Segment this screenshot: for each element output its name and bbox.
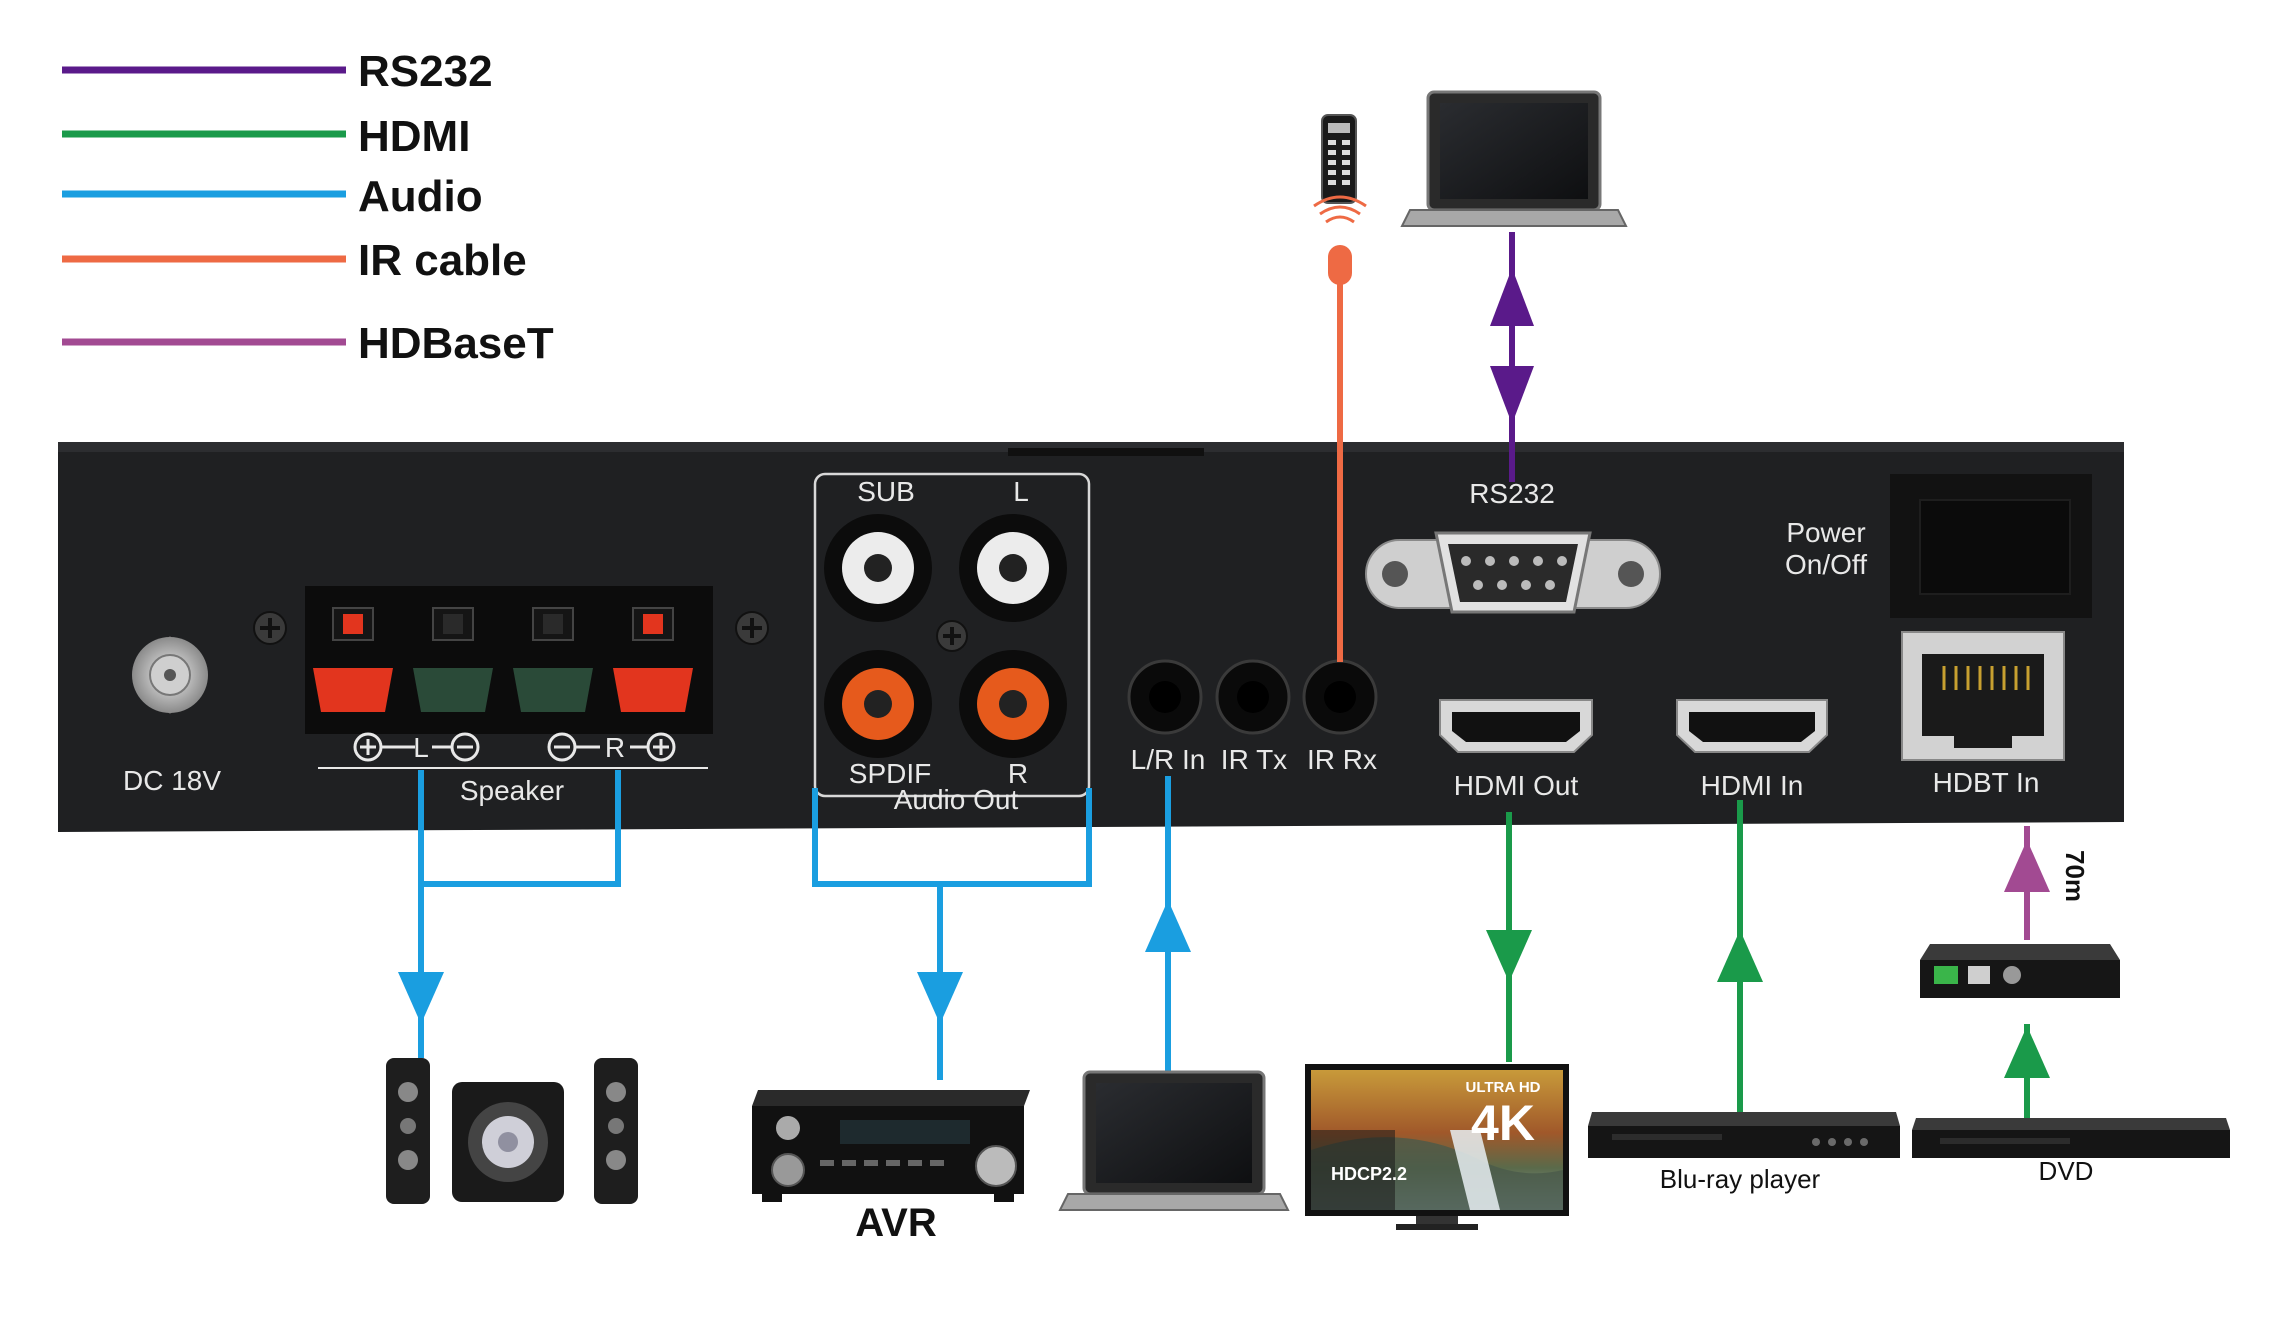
screw-right [735, 611, 769, 645]
distance-label: 70m [2060, 850, 2090, 902]
speaker-l-label: L [413, 732, 429, 763]
legend-label-hdbaset: HDBaseT [358, 319, 554, 368]
speaker-r-label: R [605, 732, 625, 763]
avr-label: AVR [855, 1201, 937, 1245]
sub-label: SUB [857, 476, 915, 507]
dc-label: DC 18V [123, 765, 221, 796]
laptop-audio-icon [1058, 1070, 1290, 1211]
ir-tx-label: IR Tx [1221, 744, 1287, 775]
ir-rx-jack[interactable] [1302, 659, 1378, 735]
speaker-system-icon [386, 1058, 638, 1204]
tv-hdcp-label: HDCP2.2 [1331, 1164, 1407, 1184]
hdbt-in-port[interactable] [1901, 631, 2065, 761]
hdmi-in-port[interactable] [1676, 699, 1828, 753]
ir-signal-icon [1313, 195, 1367, 224]
audio-out-label: Audio Out [894, 784, 1019, 815]
laptop-rs232-icon [1400, 90, 1628, 227]
dvd-player-icon [1912, 1118, 2230, 1158]
rear-panel: DC 18V [58, 442, 2124, 832]
speaker-audio-cable [398, 770, 621, 1058]
ir-receiver-head [1328, 245, 1352, 285]
hdmi-out-cable [1486, 812, 1532, 1062]
hdmi-in-cable [1717, 800, 1763, 1112]
tv-4k-icon [1305, 1064, 1569, 1230]
speaker-terminal-r-minus [513, 607, 593, 712]
hdbaset-arrow [2004, 840, 2050, 892]
rca-spdif-jack[interactable] [824, 650, 932, 758]
speaker-arrow [398, 972, 444, 1024]
dvd-hdmi-cable [2004, 1024, 2050, 1120]
speaker-terminal-r-plus [613, 607, 693, 712]
panel-slot [1008, 448, 1204, 456]
legend-item-audio: Audio [62, 172, 483, 221]
speaker-label: Speaker [460, 775, 564, 806]
power-label-line1: Power [1786, 517, 1865, 548]
hdbaset-cable [2004, 826, 2050, 940]
rs232-arrow-up [1490, 268, 1534, 326]
rca-r-jack[interactable] [959, 650, 1067, 758]
rs232-label: RS232 [1469, 478, 1555, 509]
speaker-terminal-l-minus [413, 607, 493, 712]
hdmi-out-label: HDMI Out [1454, 770, 1579, 801]
speaker-polarity-marks [353, 732, 676, 762]
legend-item-rs232: RS232 [62, 47, 493, 96]
dvd-arrow [2004, 1026, 2050, 1078]
hdmi-out-arrow [1486, 930, 1532, 982]
spdif-label: SPDIF [849, 758, 931, 789]
avr-icon [752, 1090, 1030, 1202]
screw-left [253, 611, 287, 645]
speaker-terminal-l-plus [313, 607, 393, 712]
lr-in-cable [1145, 776, 1191, 1072]
avr-arrow [917, 972, 963, 1024]
power-label-line2: On/Off [1785, 549, 1867, 580]
hdmi-in-label: HDMI In [1701, 770, 1804, 801]
legend-label-ir-cable: IR cable [358, 236, 527, 285]
hdmi-out-port[interactable] [1439, 699, 1593, 753]
bluray-label: Blu-ray player [1660, 1164, 1821, 1194]
rca-l-jack[interactable] [959, 514, 1067, 622]
ir-rx-label: IR Rx [1307, 744, 1377, 775]
ir-cable [1328, 245, 1352, 662]
power-switch[interactable] [1890, 474, 2092, 618]
legend-label-audio: Audio [358, 172, 483, 221]
tv-ultra-hd-label: ULTRA HD [1466, 1079, 1541, 1096]
ir-remote-icon [1321, 114, 1357, 204]
legend-label-rs232: RS232 [358, 47, 493, 96]
lr-in-jack[interactable] [1127, 659, 1203, 735]
tv-4k-label: 4K [1471, 1095, 1535, 1151]
audio-out-frame [813, 472, 1091, 798]
hdmi-in-arrow [1717, 930, 1763, 982]
audio-r-label: R [1008, 758, 1028, 789]
legend: RS232 HDMI Audio IR cable HDBaseT [62, 47, 554, 368]
rs232-arrow-down [1490, 366, 1534, 424]
hdbt-in-label: HDBT In [1933, 767, 2040, 798]
dc-power-jack[interactable] [132, 636, 208, 714]
screw-center [936, 620, 968, 652]
legend-label-hdmi: HDMI [358, 112, 470, 161]
rs232-cable [1490, 232, 1534, 482]
legend-item-hdbaset: HDBaseT [62, 319, 554, 368]
legend-item-hdmi: HDMI [62, 112, 470, 161]
legend-item-ir-cable: IR cable [62, 236, 527, 285]
rs232-port[interactable] [1365, 531, 1661, 614]
lr-in-arrow [1145, 900, 1191, 952]
audio-l-label: L [1013, 476, 1029, 507]
dvd-label: DVD [2039, 1156, 2094, 1186]
ir-tx-jack[interactable] [1215, 659, 1291, 735]
speaker-terminal-block[interactable] [305, 586, 713, 734]
lr-in-label: L/R In [1131, 744, 1206, 775]
rca-sub-jack[interactable] [824, 514, 932, 622]
hdbaset-transmitter-icon [1920, 944, 2120, 998]
audio-out-cable [812, 788, 1092, 1080]
cables [398, 232, 2050, 1120]
bluray-player-icon [1588, 1112, 1900, 1158]
